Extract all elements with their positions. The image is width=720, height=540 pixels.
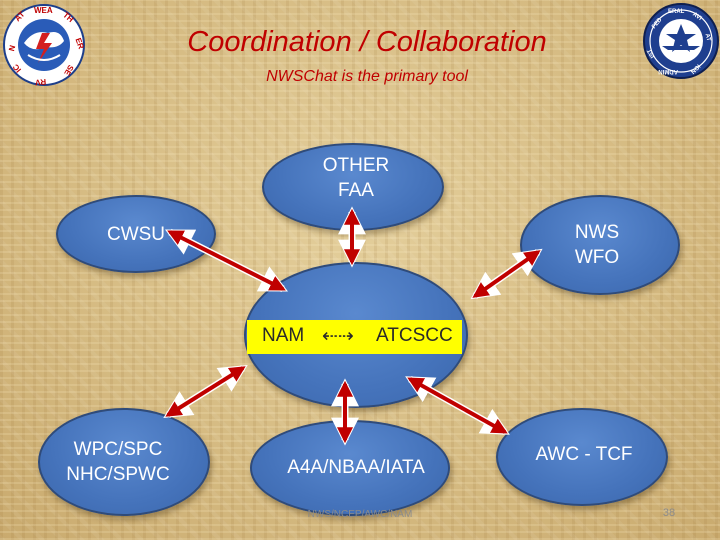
atcscc-label: ATCSCC	[376, 325, 453, 346]
node-other-faa-line1: OTHER	[322, 155, 390, 176]
page-number: 38	[662, 507, 676, 519]
svg-text:RV: RV	[34, 77, 46, 87]
slide-title: Coordination / Collaboration	[187, 26, 547, 58]
svg-text:ADMIN: ADMIN	[658, 68, 678, 74]
node-a4a-label: A4A/NBAA/IATA	[287, 457, 425, 478]
arrow-cwsu-central	[165, 228, 288, 293]
node-wpc-spc-line1: WPC/SPC	[73, 439, 163, 460]
node-nws-wfo-line1: NWS	[574, 222, 620, 243]
federal-aviation-administration-seal-icon: FED ERAL AVI AT ION ADMIN IST	[643, 3, 719, 79]
nam-atcscc-double-arrow-icon: ⇠⇢	[322, 326, 354, 347]
svg-text:WEA: WEA	[34, 6, 53, 15]
node-cwsu-label: CWSU	[106, 224, 166, 245]
svg-text:IST: IST	[646, 47, 656, 58]
node-wpc-spc-label: WPC/SPC NHC/SPWC	[48, 437, 188, 487]
nam-atcscc-highlight	[247, 320, 462, 354]
svg-text:N: N	[7, 44, 17, 52]
slide-subtitle: NWSChat is the primary tool	[266, 68, 468, 85]
arrow-wpc-spc-central	[163, 365, 248, 418]
node-other-faa-line2: FAA	[338, 180, 374, 201]
svg-text:AT: AT	[704, 33, 712, 42]
node-nws-wfo-label: NWS WFO	[562, 220, 632, 270]
nam-label: NAM	[262, 325, 305, 346]
svg-text:ERAL: ERAL	[668, 9, 685, 15]
svg-text:ION: ION	[689, 63, 701, 75]
svg-text:AVI: AVI	[691, 12, 703, 23]
node-awc-tcf-label: AWC - TCF	[535, 444, 633, 465]
arrow-nws-wfo-central	[470, 248, 543, 300]
node-nws-wfo	[520, 195, 680, 295]
arrow-awc-tcf-central	[405, 375, 510, 436]
national-weather-service-seal-icon: N AT WEA TH ER SE RV IC	[3, 4, 86, 87]
node-wpc-spc	[38, 408, 210, 516]
node-awc-tcf	[496, 408, 668, 506]
node-other-faa-label: OTHER FAA	[262, 153, 450, 203]
node-nws-wfo-line2: WFO	[574, 247, 620, 268]
node-wpc-spc-line2: NHC/SPWC	[66, 464, 170, 485]
slide-footer: NWS/NCEP/AWC/NAM	[307, 509, 413, 520]
svg-text:ER: ER	[73, 37, 85, 51]
